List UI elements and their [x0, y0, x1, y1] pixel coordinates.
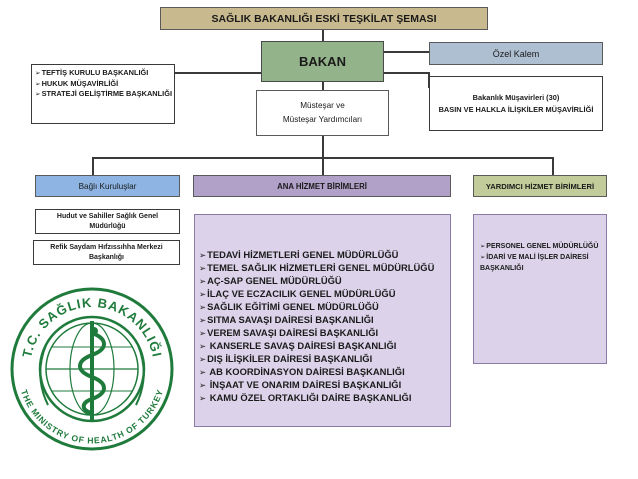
bagli-kurulus-box: Refik Saydam Hıfzıssıhha Merkezi Başkanl… — [33, 240, 180, 265]
checkmark-arrow-icon: ➢ — [199, 340, 207, 351]
ana-hizmet-item: ➢TEMEL SAĞLIK HİZMETLERİ GENEL MÜDÜRLÜĞÜ — [199, 262, 448, 275]
musteşar-box: Müsteşar ve Müsteşar Yardımcıları — [256, 90, 389, 136]
yardimci-hizmet-list: ➢PERSONEL GENEL MÜDÜRLÜĞÜ ➢İDARİ VE MALİ… — [480, 242, 602, 275]
ana-hizmet-item: ➢İLAÇ VE ECZACILIK GENEL MÜDÜRLÜĞÜ — [199, 288, 448, 301]
ana-hizmet-label: İNŞAAT VE ONARIM DAİRESİ BAŞKANLIĞI — [209, 378, 402, 390]
checkmark-arrow-icon: ➢ — [35, 91, 41, 99]
checkmark-arrow-icon: ➢ — [199, 379, 207, 390]
checkmark-arrow-icon: ➢ — [199, 314, 207, 325]
ana-hizmet-label: TEMEL SAĞLIK HİZMETLERİ GENEL MÜDÜRLÜĞÜ — [207, 261, 435, 273]
ana-hizmet-label: KAMU ÖZEL ORTAKLIĞI DAİRE BAŞKANLIĞI — [209, 391, 412, 403]
checkmark-arrow-icon: ➢ — [35, 70, 41, 77]
ana-hizmet-label: SITMA SAVAŞI DAİRESİ BAŞKANLIĞI — [207, 313, 374, 325]
seal-svg: T.C. SAĞLIK BAKANLIĞI THE MINISTRY OF HE… — [10, 287, 174, 451]
yardimci-hizmet-item: ➢İDARİ VE MALİ İŞLER DAİRESİ BAŞKANLIĞI — [480, 253, 602, 275]
ana-hizmet-label: SAĞLIK EĞİTİMİ GENEL MÜDÜRLÜĞÜ — [207, 300, 379, 312]
ana-hizmet-item: ➢VEREM SAVAŞI DAİRESİ BAŞKANLIĞI — [199, 327, 448, 340]
checkmark-arrow-icon: ➢ — [199, 250, 207, 260]
ana-hizmet-item: ➢AÇ-SAP GENEL MÜDÜRLÜĞÜ — [199, 275, 448, 288]
ana-hizmet-item: ➢SITMA SAVAŞI DAİRESİ BAŞKANLIĞI — [199, 314, 448, 327]
ministry-seal-logo: T.C. SAĞLIK BAKANLIĞI THE MINISTRY OF HE… — [8, 285, 176, 453]
left-unit-item: ➢TEFTİŞ KURULU BAŞKANLIĞI — [35, 68, 172, 79]
checkmark-arrow-icon: ➢ — [199, 288, 207, 299]
ana-hizmet-item: ➢ AB KOORDİNASYON DAİRESİ BAŞKANLIĞI — [199, 366, 448, 379]
ana-hizmet-list: ➢TEDAVİ HİZMETLERİ GENEL MÜDÜRLÜĞÜ ➢TEME… — [199, 249, 448, 405]
header-yardimci-hizmet: YARDIMCI HİZMET BİRİMLERİ — [473, 175, 607, 197]
connector-title-bakan — [322, 29, 324, 41]
connector-bakan-ozel — [384, 51, 429, 53]
checkmark-arrow-icon: ➢ — [199, 301, 207, 312]
checkmark-arrow-icon: ➢ — [199, 327, 207, 338]
yardimci-hizmet-label: PERSONEL GENEL MÜDÜRLÜĞÜ — [486, 243, 599, 250]
ana-hizmet-item: ➢ KAMU ÖZEL ORTAKLIĞI DAİRE BAŞKANLIĞI — [199, 392, 448, 405]
ana-hizmet-panel: ➢TEDAVİ HİZMETLERİ GENEL MÜDÜRLÜĞÜ ➢TEME… — [194, 214, 451, 427]
diagram-title: SAĞLIK BAKANLIĞI ESKİ TEŞKİLAT ŞEMASI — [160, 7, 488, 30]
ana-hizmet-label: KANSERLE SAVAŞ DAİRESİ BAŞKANLIĞI — [209, 339, 397, 351]
yardimci-hizmet-label: İDARİ VE MALİ İŞLER DAİRESİ BAŞKANLIĞI — [480, 253, 589, 272]
ana-hizmet-label: DIŞ İLİŞKİLER DAİRESİ BAŞKANLIĞI — [207, 352, 373, 364]
checkmark-arrow-icon: ➢ — [480, 243, 486, 250]
right-units-line1: Bakanlık Müşavirleri (30) — [472, 92, 560, 102]
yardimci-hizmet-item: ➢PERSONEL GENEL MÜDÜRLÜĞÜ — [480, 242, 602, 253]
connector-bakan-left — [175, 72, 261, 74]
left-unit-label: STRATEJİ GELİŞTİRME BAŞKANLIĞI — [41, 89, 173, 99]
musteşar-line1: Müsteşar ve — [300, 101, 345, 111]
ana-hizmet-item: ➢TEDAVİ HİZMETLERİ GENEL MÜDÜRLÜĞÜ — [199, 249, 448, 262]
left-unit-item: ➢HUKUK MÜŞAVİRLİĞİ — [35, 79, 172, 90]
ozel-kalem-box: Özel Kalem — [429, 42, 603, 65]
ana-hizmet-label: AÇ-SAP GENEL MÜDÜRLÜĞÜ — [207, 274, 342, 286]
checkmark-arrow-icon: ➢ — [199, 392, 207, 403]
connector-bus-bagli — [92, 157, 94, 175]
ana-hizmet-label: TEDAVİ HİZMETLERİ GENEL MÜDÜRLÜĞÜ — [207, 249, 399, 260]
left-units-box: ➢TEFTİŞ KURULU BAŞKANLIĞI ➢HUKUK MÜŞAVİR… — [31, 64, 175, 124]
header-bagli-kuruluslar: Bağlı Kuruluşlar — [35, 175, 180, 197]
left-unit-label: HUKUK MÜŞAVİRLİĞİ — [41, 78, 119, 88]
musteşar-line2: Müsteşar Yardımcıları — [282, 115, 363, 124]
checkmark-arrow-icon: ➢ — [199, 353, 207, 364]
connector-musteşar-bus — [322, 136, 324, 158]
checkmark-arrow-icon: ➢ — [199, 262, 207, 273]
right-units-line2: BASIN VE HALKLA İLİŞKİLER MÜŞAVİRLİĞİ — [438, 104, 594, 114]
ana-hizmet-item: ➢ İNŞAAT VE ONARIM DAİRESİ BAŞKANLIĞI — [199, 379, 448, 392]
connector-bus-yardimci — [552, 157, 554, 175]
ana-hizmet-label: AB KOORDİNASYON DAİRESİ BAŞKANLIĞI — [209, 365, 405, 377]
connector-bakan-right — [384, 72, 429, 74]
checkmark-arrow-icon: ➢ — [480, 253, 486, 261]
checkmark-arrow-icon: ➢ — [199, 275, 207, 286]
connector-bus-ana — [322, 157, 324, 175]
bakan-box: BAKAN — [261, 41, 384, 82]
ana-hizmet-item: ➢ KANSERLE SAVAŞ DAİRESİ BAŞKANLIĞI — [199, 340, 448, 353]
ana-hizmet-label: İLAÇ VE ECZACILIK GENEL MÜDÜRLÜĞÜ — [207, 287, 396, 299]
bagli-kurulus-box: Hudut ve Sahiller Sağlık Genel Müdürlüğü — [35, 209, 180, 234]
checkmark-arrow-icon: ➢ — [35, 80, 41, 88]
ana-hizmet-item: ➢SAĞLIK EĞİTİMİ GENEL MÜDÜRLÜĞÜ — [199, 301, 448, 314]
connector-bakan-musteşar — [322, 82, 324, 90]
right-units-box: Bakanlık Müşavirleri (30) BASIN VE HALKL… — [429, 76, 603, 131]
left-units-list: ➢TEFTİŞ KURULU BAŞKANLIĞI ➢HUKUK MÜŞAVİR… — [35, 68, 172, 100]
checkmark-arrow-icon: ➢ — [199, 366, 207, 377]
ana-hizmet-label: VEREM SAVAŞI DAİRESİ BAŞKANLIĞI — [207, 326, 379, 338]
yardimci-hizmet-panel: ➢PERSONEL GENEL MÜDÜRLÜĞÜ ➢İDARİ VE MALİ… — [473, 214, 607, 364]
left-unit-label: TEFTİŞ KURULU BAŞKANLIĞI — [41, 68, 149, 77]
left-unit-item: ➢STRATEJİ GELİŞTİRME BAŞKANLIĞI — [35, 89, 172, 100]
header-ana-hizmet: ANA HİZMET BİRİMLERİ — [193, 175, 451, 197]
ana-hizmet-item: ➢DIŞ İLİŞKİLER DAİRESİ BAŞKANLIĞI — [199, 353, 448, 366]
